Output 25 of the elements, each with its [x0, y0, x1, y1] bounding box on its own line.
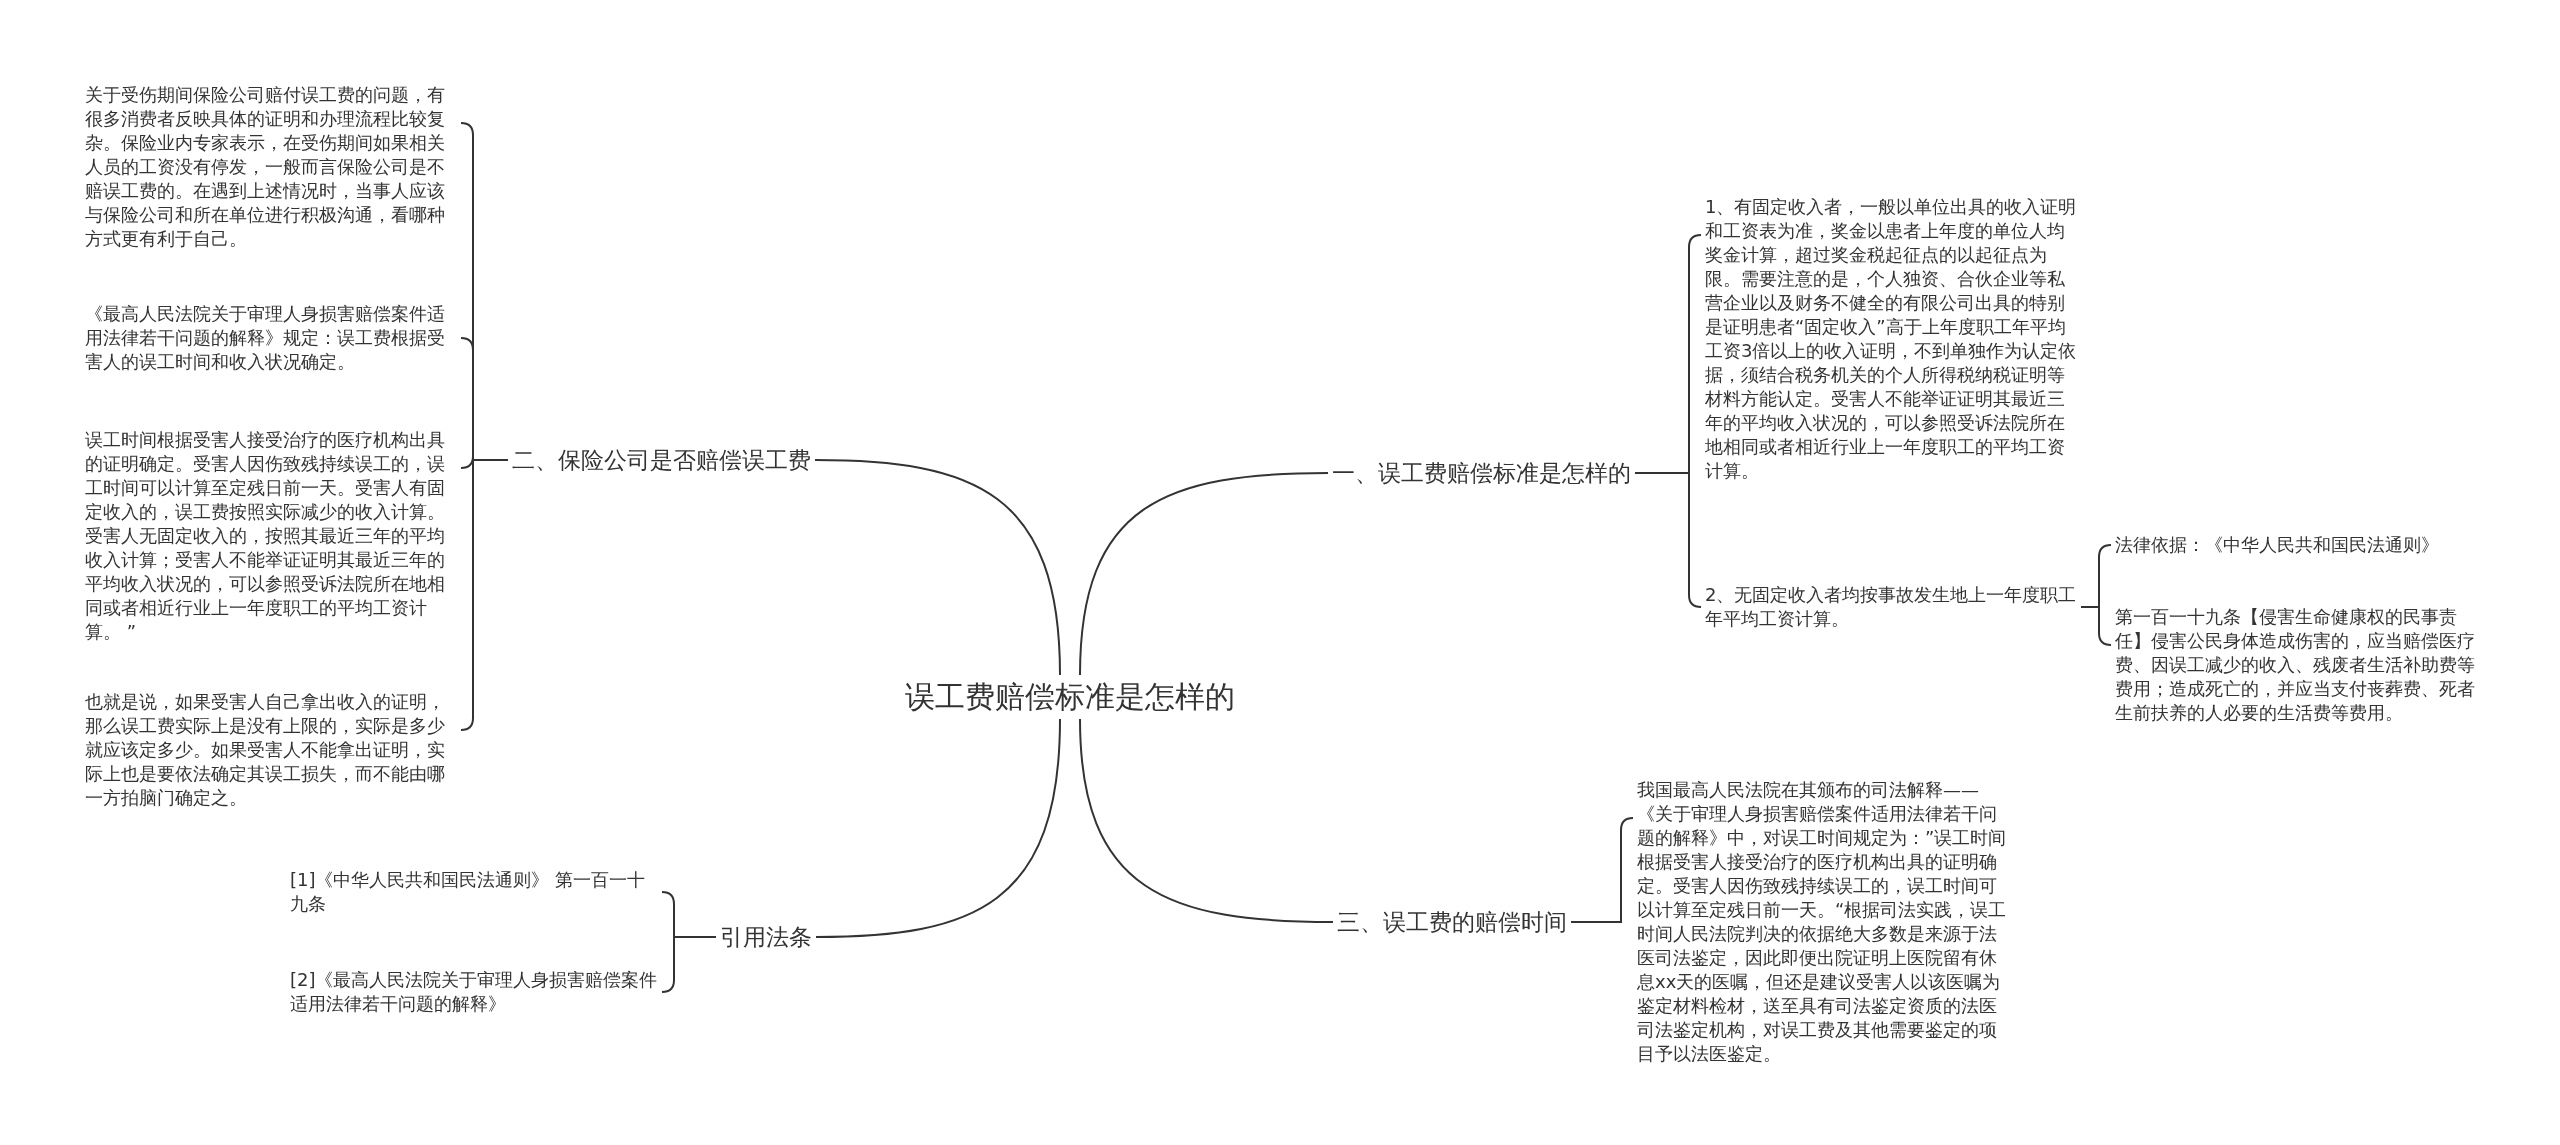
note-text: 1、有固定收入者，一般以单位出具的收入证明和工资表为准，奖金以患者上年度的单位人均奖金计算，超过奖金税起征点的以起征点为限。需要注意的是，个人独资、合伙企业等私营企业以及财务不健全的有限公司出具的特别是证明患者“固定收入”高于上年度职工年平均工资3倍以上的收入证明，不到单独作为认定依据，须结合税务机关的个人所得税纳税证明等材料方能认定。受害人不能举证证明其最近三年的平均收入状况的，可以参照受诉法院所在地相同或者相近行业上一年度职工的平均工资计算。 [1705, 195, 2077, 483]
connector-line [815, 718, 1061, 938]
branch-label: 三、误工费的赔偿时间 [1337, 906, 1567, 938]
note-text: 误工时间根据受害人接受治疗的医疗机构出具的证明确定。受害人因伤致残持续误工的，误工时间可以计算至定残日前一天。受害人有固定收入的，误工费按照实际减少的收入计算。受害人无固定收入的，按照其最近三年的平均收入计算；受害人不能举证证明其最近三年的平均收入状况的，可以参照受诉法院所在地相同或者相近行业上一年度职工的平均工资计算。 ” [85, 428, 457, 644]
note-text: 《最高人民法院关于审理人身损害赔偿案件适用法律若干问题的解释》规定：误工费根据受害人的误工时间和收入状况确定。 [85, 302, 457, 374]
connector-line [460, 459, 509, 731]
branch-label: 二、保险公司是否赔偿误工费 [512, 444, 811, 476]
connector-line [661, 936, 717, 993]
note-text: [2]《最高人民法院关于审理人身损害赔偿案件适用法律若干问题的解释》 [290, 968, 658, 1016]
branch-label: 一、误工费赔偿标准是怎样的 [1332, 457, 1631, 489]
connector-line [2080, 606, 2112, 646]
central-topic: 误工费赔偿标准是怎样的 [905, 677, 1235, 717]
connector-line [1079, 472, 1329, 676]
note-text: 我国最高人民法院在其颁布的司法解释——《关于审理人身损害赔偿案件适用法律若干问题的解释》中，对误工时间规定为：”误工时间根据受害人接受治疗的医疗机构出具的证明确定。受害人因伤致残持续误工的，误工时间可以计算至定残日前一天。“根据司法实践，误工时间人民法院判决的依据绝大多数是来源于法医司法鉴定，因此即便出院证明上医院留有休息xx天的医嘱，但还是建议受害人以该医嘱为鉴定材料检材，送至具有司法鉴定资质的法医司法鉴定机构，对误工费及其他需要鉴定的项目予以法医鉴定。 [1637, 778, 2009, 1066]
connector-line [1570, 817, 1634, 923]
note-text: 也就是说，如果受害人自己拿出收入的证明，那么误工费实际上是没有上限的，实际是多少就应该定多少。如果受害人不能拿出证明，实际上也是要依法确定其误工损失，而不能由哪一方拍脑门确定之。 [85, 690, 457, 810]
connector-line [1634, 472, 1702, 608]
note-text: 第一百一十九条【侵害生命健康权的民事责任】侵害公民身体造成伤害的，应当赔偿医疗费、因误工减少的收入、残废者生活补助费等费用；造成死亡的，并应当支付丧葬费、死者生前扶养的人必要的生活费等费用。 [2115, 605, 2487, 725]
note-text: 法律依据：《中华人民共和国民法通则》 [2115, 533, 2495, 557]
connector-line [814, 459, 1061, 676]
note-text: 2、无固定收入者均按事故发生地上一年度职工年平均工资计算。 [1705, 583, 2077, 631]
branch-label: 引用法条 [720, 921, 812, 953]
note-text: 关于受伤期间保险公司赔付误工费的问题，有很多消费者反映具体的证明和办理流程比较复杂。保险业内专家表示，在受伤期间如果相关人员的工资没有停发，一般而言保险公司是不赔误工费的。在遇到上述情况时，当事人应该与保险公司和所在单位进行积极沟通，看哪种方式更有利于自己。 [85, 83, 457, 251]
note-text: [1]《中华人民共和国民法通则》 第一百一十九条 [290, 868, 658, 916]
connector-line [1079, 718, 1334, 923]
